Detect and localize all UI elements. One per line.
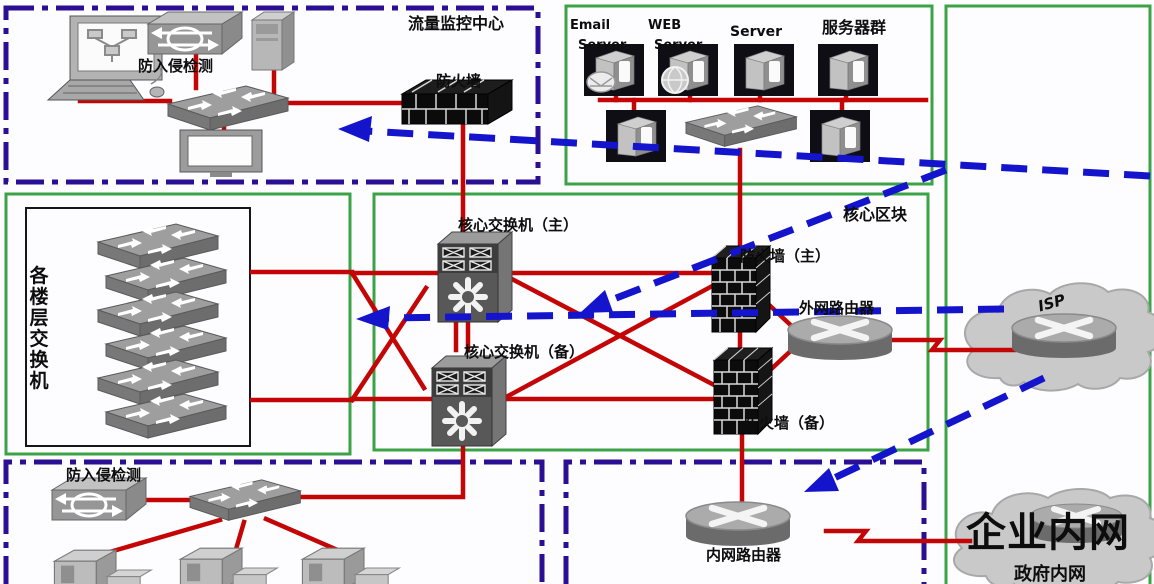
- flow-arrow-bottom-line: [828, 374, 1046, 484]
- workstation-1-icon: [53, 549, 152, 584]
- core-block-label: 核心区块: [843, 205, 908, 224]
- floor-switch-6-icon: [105, 393, 227, 439]
- email-server-label-1: Email: [570, 18, 611, 33]
- core-switch-backup-label: 核心交换机（备）: [464, 343, 585, 361]
- mesh-right-cross: [504, 274, 720, 400]
- zone-bottom-middle-border: [563, 459, 927, 584]
- email-server-label-2: Server: [578, 38, 627, 53]
- monitoring-switch-icon: [167, 85, 289, 131]
- workstation-2-icon: [179, 547, 278, 584]
- floor-switch-inner-box: [25, 207, 251, 447]
- floor-switches-label: 各楼层交换机: [29, 265, 49, 392]
- workstation-3-icon: [301, 547, 400, 584]
- firewall-backup-label: 防火墙（备）: [744, 414, 835, 432]
- external-router-icon: [788, 316, 892, 360]
- flow-arrow-heads: [338, 116, 839, 492]
- flow-arrow-top-head: [338, 116, 372, 142]
- flow-arrow-horizontal-head: [356, 306, 390, 330]
- internal-router-icon: [686, 502, 790, 546]
- server-farm-label: 服务器群: [822, 18, 887, 37]
- floor-switch-region-box: [4, 192, 352, 456]
- server-farm-icon: [817, 43, 879, 97]
- flow-arrow-bottom-head: [804, 468, 839, 492]
- enterprise-intranet-label: 企业内网: [966, 510, 1130, 556]
- link-core-backup-to-bottom-switch: [289, 443, 466, 500]
- core-switch-main-label: 核心交换机（主）: [458, 216, 579, 234]
- floor-box-feeds: [249, 269, 355, 403]
- ids-bottom-label: 防入侵检测: [66, 466, 142, 484]
- ids-top-label: 防入侵检测: [138, 57, 214, 75]
- tower-server-icon: [251, 11, 295, 71]
- server-label: Server: [730, 24, 783, 40]
- enterprise-hub-icon: [1029, 503, 1123, 543]
- external-router-label: 外网路由器: [799, 299, 875, 317]
- core-stack-links: [453, 321, 471, 353]
- core-switch-backup-icon: [432, 356, 506, 446]
- zone-bottom-left-border: [3, 459, 545, 584]
- link-int-router-to-enterprise: [823, 528, 973, 544]
- mesh-left-cross: [348, 269, 430, 404]
- traffic-center-label: 流量监控中心: [408, 14, 505, 33]
- web-server-label-1: WEB: [648, 18, 682, 33]
- devices: [47, 10, 1123, 584]
- console-monitor-icon: [179, 129, 263, 178]
- government-intranet-label: 政府内网: [1014, 564, 1086, 584]
- intrusion-detection-top-icon: [146, 10, 244, 56]
- server-farm-region-box: [564, 4, 934, 186]
- zone-traffic-monitoring-border: [3, 5, 541, 185]
- firewall-top-label: 防火墙: [436, 72, 482, 90]
- server-icon: [733, 43, 795, 97]
- internal-router-label: 内网路由器: [706, 546, 782, 564]
- flow-arrow-top-line: [365, 127, 1151, 180]
- server-switch-icon: [685, 105, 797, 147]
- flow-arrow-lines: [365, 127, 1151, 484]
- flow-arrow-diagonal-head: [580, 290, 613, 313]
- firewall-main-label: 防火墙（主）: [740, 247, 831, 265]
- lower-server-left-icon: [605, 109, 667, 163]
- isp-router-icon: [1012, 314, 1116, 358]
- link-ext-router-to-isp: [885, 337, 1017, 353]
- flow-arrow-horizontal-line: [385, 305, 1005, 322]
- flow-arrow-diagonal-line: [604, 166, 948, 306]
- security-zone-borders: [3, 5, 927, 584]
- web-server-label-2: Server: [654, 38, 703, 53]
- core-switch-main-icon: [438, 232, 512, 322]
- bottom-switch-icon: [189, 479, 301, 521]
